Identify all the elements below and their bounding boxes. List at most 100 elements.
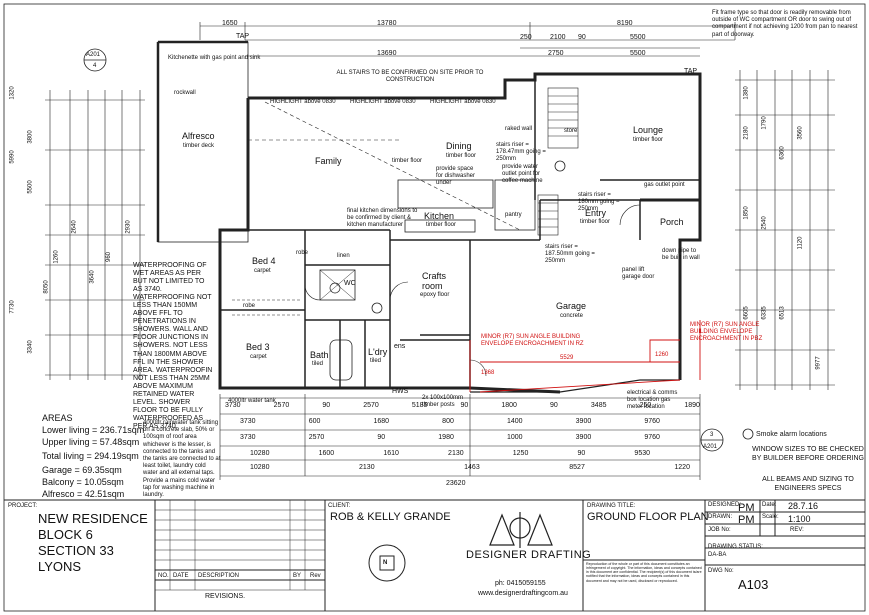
room-bath-floor: tiled [312,361,324,367]
right-dim-11: 1120 [797,236,804,250]
dim-row1-10: 1890 [684,402,700,409]
area-total-living: Total living = 294.19sqm [42,451,139,461]
dim-row4-3: 2130 [448,450,464,457]
stairs-note-1: stairs riser = 178.47mm going = 250mm [496,142,546,162]
dim-row1-5: 90 [460,402,469,409]
copyright-notice: Reproduction of the whole or part of thi… [586,562,702,583]
dim-5500b: 5500 [630,50,646,57]
right-dim-2: 1790 [761,116,768,130]
dim-row3-2: 90 [377,434,386,441]
tap-label-top-left: TAP [236,33,250,40]
scale-label: Scale: [762,514,779,520]
linen-label: linen [337,253,350,259]
right-dim-8: 6335 [761,306,768,320]
rev-label: REV: [790,527,804,533]
highlight-3: HIGHLIGHT above 0830 [430,99,496,105]
room-bath: Bath [310,350,329,360]
dim-row3-6: 9760 [644,434,660,441]
room-crafts: Crafts [422,271,447,281]
areas-schedule: AREAS Lower living = 236.71sqm Upper liv… [42,413,145,499]
dim-row1-3: 2570 [363,402,379,409]
section-marker-a201-top: A201 [86,52,101,58]
left-dim-11: 2930 [125,220,132,234]
room-family-floor: timber floor [392,158,423,164]
encroach-dim-1260: 1260 [655,352,669,358]
room-kitchen: Kitchen [424,211,455,221]
right-dim-1: 2180 [743,126,750,140]
right-dim-3: 6360 [779,146,786,160]
drawing-status-label: DRAWING STATUS: [708,544,763,550]
right-dim-10: 9977 [815,356,822,370]
room-garage-floor: concrete [560,313,584,319]
pantry-label: pantry [505,212,522,218]
dim-row4-0: 10280 [250,450,270,457]
designed-value: PM [738,502,755,514]
room-dining: Dining [446,141,472,151]
right-dim-5: 1850 [743,206,750,220]
dim-row5-1: 2130 [359,464,375,471]
project-line-1: NEW RESIDENCE [38,511,148,526]
areas-title: AREAS [42,413,73,423]
right-dimension-strings: 1380 2180 1790 6360 3560 1850 2540 6605 … [740,70,840,400]
designed-label: DESIGNED: [708,502,742,508]
dim-row4-1: 1600 [318,450,335,457]
raked-wall-label: raked wall [505,126,533,132]
highlight-1: HIGHLIGHT above 0830 [270,99,336,105]
dim-row2-6: 9760 [644,418,660,425]
area-lower-living: Lower living = 236.71sqm [42,425,145,435]
water-tank-note: 4000ltr water tank [228,398,276,404]
gas-note: gas outlet point [644,182,685,188]
room-lounge-floor: timber floor [633,137,664,143]
section-marker-3: 3 [710,432,714,438]
right-dim-7: 6605 [743,306,750,320]
dim-row2-0: 3730 [240,418,256,425]
room-crafts-floor: epoxy floor [420,292,450,298]
highlight-2: HIGHLIGHT above 0830 [350,99,416,105]
left-dim-0: 1320 [9,86,16,100]
dim-row5-0: 10280 [250,464,270,471]
dim-row1-1: 2570 [273,402,290,409]
dim-row1-8: 3485 [590,402,607,409]
left-dim-3: 5500 [27,180,34,194]
right-dim-4: 3560 [797,126,804,140]
room-entry: Entry [585,208,607,218]
area-upper-living: Upper living = 57.48sqm [42,437,140,447]
beams-note: ALL BEAMS AND SIZING TO ENGINEERS SPECS [762,476,854,492]
window-sizes-note: WINDOW SIZES TO BE CHECKED BY BUILDER BE… [752,446,864,462]
drawn-value: PM [738,514,755,526]
dim-250: 250 [520,34,532,41]
drawn-label: DRAWN: [708,514,733,520]
stairs-note: ALL STAIRS TO BE CONFIRMED ON SITE PRIOR… [336,70,484,84]
job-number-label: JOB No: [708,527,731,533]
project-line-3: SECTION 33 [38,543,114,558]
room-alfresco: Alfresco [182,131,215,141]
dim-row5-3: 8527 [569,464,585,471]
drawing-status-value: DA-BA [708,552,727,558]
room-entry-floor: timber floor [580,219,611,225]
dim-row2-2: 1680 [373,418,390,425]
hws-label: HWS [392,388,409,395]
project-line-4: LYONS [38,559,82,574]
dim-row2-5: 3900 [575,418,592,425]
dwg-number-label: DWG No: [708,568,734,574]
left-dim-8: 2640 [71,220,78,234]
room-crafts-2: room [422,281,443,291]
left-dim-2: 3800 [27,130,34,144]
date-label: Date: [762,502,777,508]
room-bed3: Bed 3 [246,342,270,352]
room-alfresco-floor: timber deck [183,143,215,149]
room-wc: WC [344,280,356,287]
left-dim-10: 960 [106,251,113,263]
dim-row3-5: 3900 [575,434,592,441]
room-bed4-floor: carpet [254,268,271,274]
rev-col-by: BY [293,573,302,579]
dim-row2-1: 600 [308,418,321,425]
client-label: CLIENT: [328,503,351,509]
drawing-title-label: DRAWING TITLE: [587,503,636,509]
rev-col-description: DESCRIPTION [198,573,240,579]
dim-5500: 5500 [630,34,646,41]
waterproofing-note: WATERPROOFING OF WET AREAS AS PER BUT NO… [133,262,213,430]
